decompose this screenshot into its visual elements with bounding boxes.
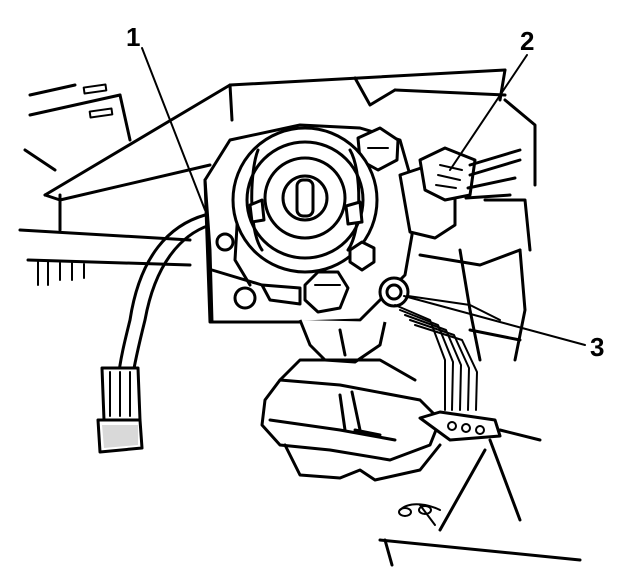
callout-2: 2 bbox=[520, 26, 534, 56]
steering-column-bracket bbox=[260, 319, 542, 482]
callout-3: 3 bbox=[590, 332, 604, 362]
callout-1: 1 bbox=[126, 22, 140, 52]
leader-line-2 bbox=[449, 54, 528, 171]
left-wire-harness bbox=[96, 213, 212, 454]
leader-line-3 bbox=[403, 295, 586, 346]
mounting-bolts bbox=[210, 240, 410, 314]
lock-cylinder bbox=[231, 126, 379, 274]
dashboard-structure bbox=[18, 68, 537, 362]
switch-wire-harness bbox=[394, 295, 501, 411]
leader-line-1 bbox=[141, 47, 206, 211]
leader-lines bbox=[141, 47, 586, 346]
floor-lines bbox=[378, 438, 582, 567]
